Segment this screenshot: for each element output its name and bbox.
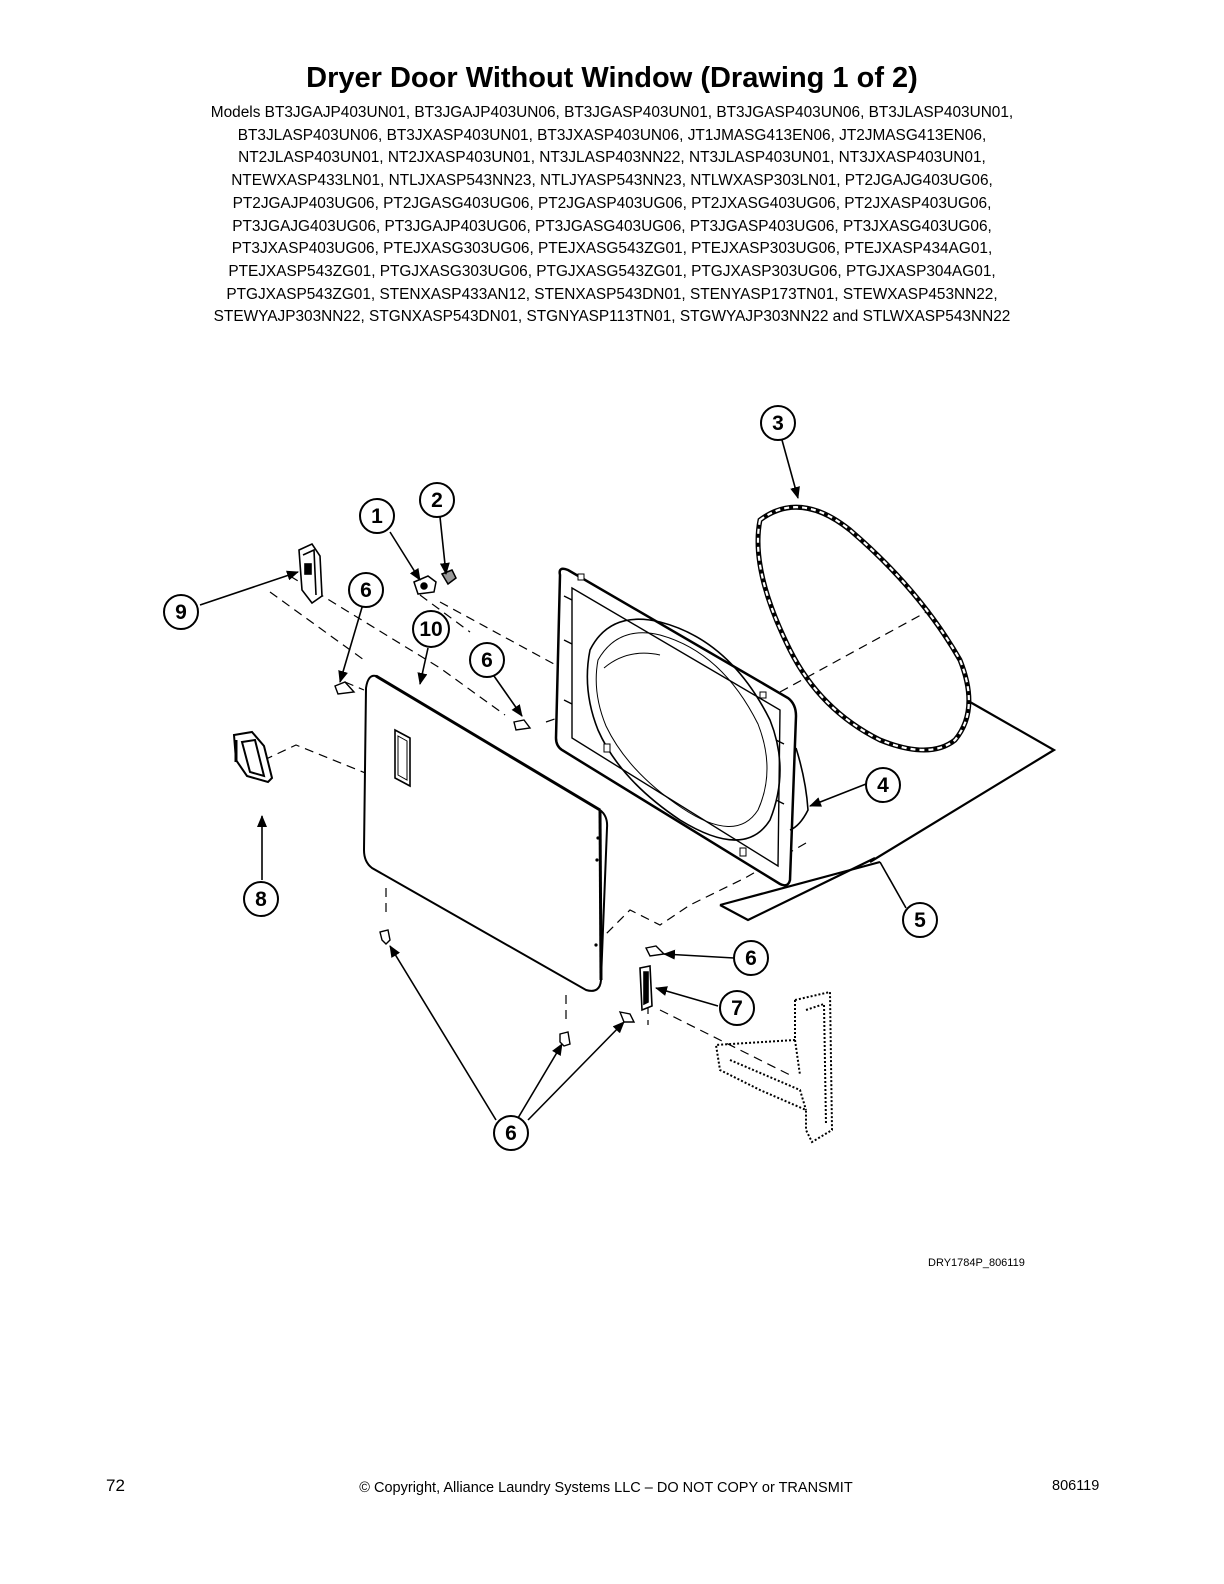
svg-text:6: 6 xyxy=(481,649,493,672)
svg-text:8: 8 xyxy=(255,888,267,911)
svg-text:5: 5 xyxy=(914,909,926,932)
leader-lines xyxy=(199,439,907,1121)
models-line: Models BT3JGAJP403UN01, BT3JGAJP403UN06,… xyxy=(210,104,1014,121)
models-line: BT3JLASP403UN06, BT3JXASP403UN01, BT3JXA… xyxy=(237,126,987,144)
lower-hinge-part-7 xyxy=(639,965,653,1012)
models-line: NT2JLASP403UN01, NT2JXASP403UN01, NT3JLA… xyxy=(238,149,986,167)
svg-text:10: 10 xyxy=(419,618,442,641)
copyright-notice: © Copyright, Alliance Laundry Systems LL… xyxy=(359,1480,853,1496)
callout-10: 10 xyxy=(412,610,450,648)
svg-text:6: 6 xyxy=(505,1122,517,1145)
models-line: PT3JGAJG403UG06, PT3JGAJP403UG06, PT3JGA… xyxy=(232,217,992,235)
assembly-guide-lines xyxy=(263,575,931,1076)
door-gasket-part-3 xyxy=(755,504,972,753)
inner-door-frame xyxy=(554,567,798,887)
models-line: PTGJXASP543ZG01, STENXASP433AN12, STENXA… xyxy=(226,285,998,303)
svg-text:6: 6 xyxy=(745,947,757,970)
svg-text:7: 7 xyxy=(731,997,743,1020)
cabinet-corner xyxy=(714,990,834,1144)
callout-1: 1 xyxy=(359,498,395,534)
models-line: STEWYAJP303NN22, STGNXASP543DN01, STGNYA… xyxy=(213,308,1011,326)
callout-3: 3 xyxy=(760,405,796,441)
callout-6-upper-left: 6 xyxy=(348,572,384,608)
callout-4: 4 xyxy=(865,767,901,803)
seal-part-4 xyxy=(789,747,809,831)
callout-balloons: 1 2 3 4 5 6 6 6 xyxy=(163,405,938,1151)
callout-2: 2 xyxy=(419,482,455,518)
document-number: 806119 xyxy=(1052,1478,1100,1494)
door-handle-part-8 xyxy=(232,730,274,784)
models-line: PT3JXASP403UG06, PTEJXASG303UG06, PTEJXA… xyxy=(231,240,993,258)
latch-parts-1-2 xyxy=(413,569,457,595)
callout-6-bottom: 6 xyxy=(493,1115,529,1151)
svg-text:1: 1 xyxy=(371,505,383,528)
svg-text:9: 9 xyxy=(175,601,187,624)
outer-door-panel-part-10 xyxy=(362,674,609,992)
insulation-board-part-5 xyxy=(719,701,1057,922)
models-list: Models BT3JGAJP403UN01, BT3JGAJP403UN06,… xyxy=(112,102,1112,329)
callout-7: 7 xyxy=(719,990,755,1026)
drawing-code: DRY1784P_806119 xyxy=(928,1257,1025,1269)
callout-9: 9 xyxy=(163,594,199,630)
callout-6-center: 6 xyxy=(469,642,505,678)
models-line: PT2JGAJP403UG06, PT2JGASG403UG06, PT2JGA… xyxy=(232,194,992,212)
page-number: 72 xyxy=(106,1476,125,1495)
svg-text:6: 6 xyxy=(360,579,372,602)
svg-text:2: 2 xyxy=(431,489,443,512)
models-line: NTEWXASP433LN01, NTLJXASP543NN23, NTLJYA… xyxy=(231,172,993,190)
svg-text:4: 4 xyxy=(877,774,889,797)
callout-6-right: 6 xyxy=(733,940,769,976)
callout-8: 8 xyxy=(243,881,279,917)
page-title: Dryer Door Without Window (Drawing 1 of … xyxy=(306,62,918,94)
svg-text:3: 3 xyxy=(772,412,784,435)
models-line: PTEJXASP543ZG01, PTGJXASG303UG06, PTGJXA… xyxy=(228,262,996,280)
screws-part-6 xyxy=(334,681,666,1047)
callout-5: 5 xyxy=(902,902,938,938)
hinge-bracket-part-9 xyxy=(298,542,323,605)
